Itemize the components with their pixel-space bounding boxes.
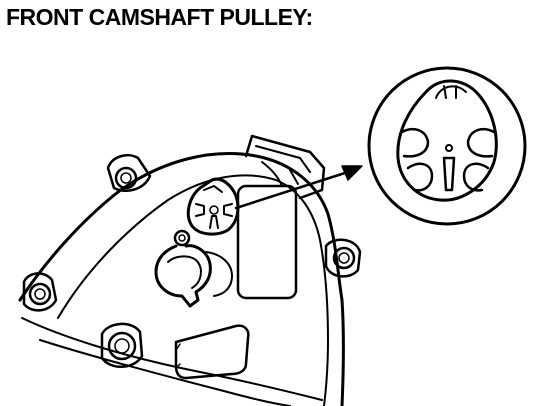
cover-lower-rim bbox=[22, 318, 322, 400]
bolt-head-upper-left bbox=[116, 168, 136, 188]
cover-lower-edge bbox=[40, 340, 290, 406]
magnified-pulley bbox=[398, 81, 496, 200]
diagram-title: FRONT CAMSHAFT PULLEY: bbox=[6, 4, 313, 30]
bolt-boss-left bbox=[24, 273, 56, 310]
cover-top-bracket bbox=[246, 136, 324, 198]
bolt-boss-right bbox=[326, 240, 360, 277]
lower-plate bbox=[176, 326, 248, 378]
bolt-boss-lower-left bbox=[102, 324, 142, 367]
bolt-head-left bbox=[30, 284, 50, 304]
arrow-head bbox=[342, 166, 362, 180]
cover-cap bbox=[156, 231, 232, 306]
timing-mark bbox=[444, 158, 454, 190]
detail-magnifier bbox=[369, 68, 525, 224]
magnifier-ring bbox=[369, 68, 525, 224]
camshaft-pulley-window bbox=[188, 179, 238, 234]
timing-belt-cover bbox=[20, 136, 360, 406]
inspection-window bbox=[238, 186, 296, 298]
pointer-arrow bbox=[236, 166, 362, 208]
bolt-head-lower-left bbox=[109, 333, 135, 359]
cover-inner-rim bbox=[58, 175, 328, 406]
bolt-boss-upper-left bbox=[108, 155, 150, 190]
pulley-window-outline bbox=[188, 179, 238, 234]
bolt-head-right bbox=[334, 248, 354, 268]
cover-outer-outline bbox=[20, 154, 344, 406]
